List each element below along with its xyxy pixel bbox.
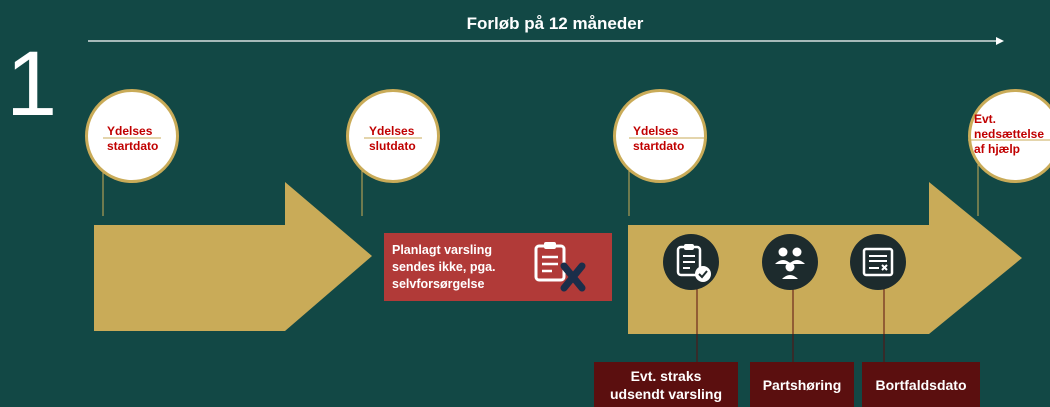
event-box-1: Evt. straks udsendt varsling <box>594 362 738 407</box>
notice-box <box>384 233 612 301</box>
timeline-title: Forløb på 12 måneder <box>466 14 644 33</box>
event-icon-circle-2 <box>762 234 818 290</box>
milestone-label-3: Ydelses startdato <box>633 124 685 153</box>
timeline-arrowhead <box>996 37 1004 45</box>
second-period-arrow <box>628 182 1022 334</box>
milestone-circle-4 <box>968 89 1050 183</box>
first-period-arrow <box>94 182 372 331</box>
milestone-circle-2 <box>346 89 440 183</box>
milestone-underline-1 <box>103 137 161 139</box>
milestone-underline-4 <box>968 139 1050 141</box>
cancelled-document-icon <box>862 247 894 277</box>
milestone-label-4: Evt. nedsættelse af hjælp <box>974 112 1045 156</box>
milestone-label-2: Ydelses slutdato <box>369 124 416 153</box>
clipboard-check-icon <box>676 244 711 282</box>
people-hearing-icon <box>775 247 805 279</box>
milestone-underline-2 <box>364 137 422 139</box>
milestone-underline-3 <box>629 137 707 139</box>
notice-text: Planlagt varsling sendes ikke, pga. selv… <box>392 243 496 291</box>
event-box-2: Partshøring <box>750 362 854 407</box>
clipboard-x-icon <box>534 242 586 292</box>
step-number: 1 <box>6 33 58 135</box>
event-icon-circle-1 <box>663 234 719 290</box>
milestone-label-1: Ydelses startdato <box>107 124 159 153</box>
event-icon-circle-3 <box>850 234 906 290</box>
milestone-circle-3 <box>613 89 707 183</box>
event-box-3: Bortfaldsdato <box>862 362 980 407</box>
milestone-circle-1 <box>85 89 179 183</box>
